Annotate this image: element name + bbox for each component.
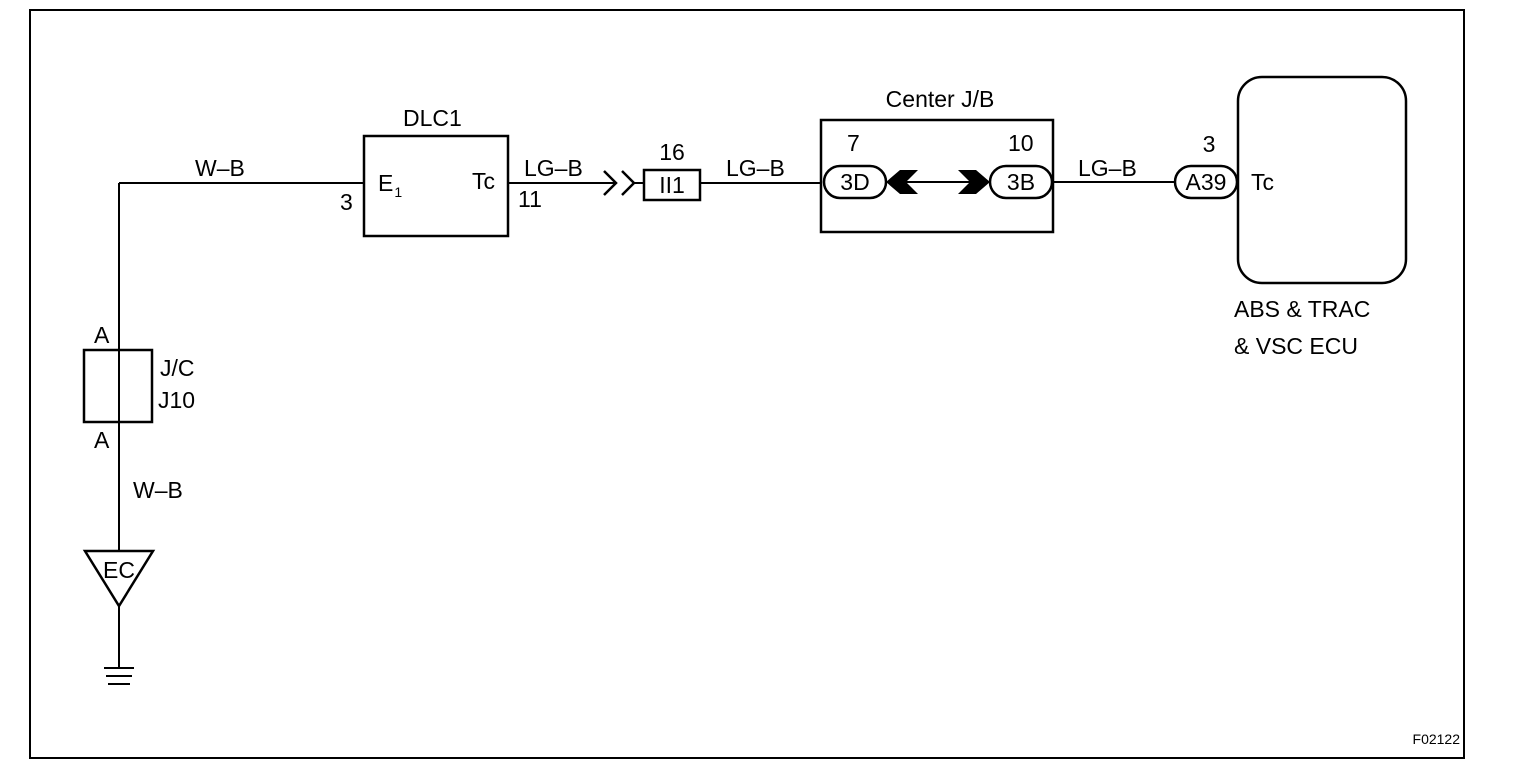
ground-point-triangle bbox=[82, 549, 156, 609]
figure-id: F02122 bbox=[1413, 731, 1461, 747]
connector-chevron-male bbox=[603, 170, 618, 196]
wire-label-lgb-1: LG–B bbox=[524, 155, 583, 181]
wire-label-wb-bottom: W–B bbox=[133, 477, 183, 503]
ecu-box bbox=[1236, 75, 1408, 285]
ground-icon bbox=[104, 667, 134, 685]
ecu-name-line1: ABS & TRAC bbox=[1234, 296, 1370, 322]
wire-label-wb-top: W–B bbox=[195, 155, 245, 181]
connector-ii1-box bbox=[642, 168, 702, 202]
junction-pin-bottom: A bbox=[94, 427, 110, 453]
junction-label-j10: J10 bbox=[158, 387, 195, 413]
dlc1-pin-e1: E1 bbox=[378, 170, 402, 200]
connector-a39-label: A39 bbox=[1186, 169, 1227, 195]
dlc1-pin-tc: Tc bbox=[472, 168, 495, 194]
junction-label-jc: J/C bbox=[160, 355, 195, 381]
internal-chevron-right-icon bbox=[958, 170, 990, 194]
diagram-frame bbox=[29, 9, 1465, 759]
connector-3b-label: 3B bbox=[1007, 169, 1035, 195]
dlc1-pin-number-3: 3 bbox=[340, 189, 353, 215]
dlc1-box bbox=[362, 134, 510, 238]
connector-ii1-label: II1 bbox=[659, 172, 685, 198]
wire-label-lgb-2: LG–B bbox=[726, 155, 785, 181]
center-jb-pin-7: 7 bbox=[847, 130, 860, 156]
internal-chevron-left-icon bbox=[886, 170, 918, 194]
dlc1-title: DLC1 bbox=[403, 105, 462, 131]
center-jb-pin-10: 10 bbox=[1008, 130, 1034, 156]
dlc1-pin-number-11: 11 bbox=[518, 186, 542, 212]
ecu-name-line2: & VSC ECU bbox=[1234, 333, 1358, 359]
connector-a39-pin: 3 bbox=[1203, 131, 1216, 157]
ecu-terminal-tc: Tc bbox=[1251, 169, 1274, 195]
connector-3d-label: 3D bbox=[840, 169, 869, 195]
connector-chevron-female bbox=[621, 170, 636, 196]
center-jb-title: Center J/B bbox=[886, 86, 995, 112]
junction-pin-top: A bbox=[94, 322, 110, 348]
connector-ii1-pin: 16 bbox=[659, 139, 685, 165]
ground-point-label: EC bbox=[103, 557, 135, 583]
wire-label-lgb-3: LG–B bbox=[1078, 155, 1137, 181]
